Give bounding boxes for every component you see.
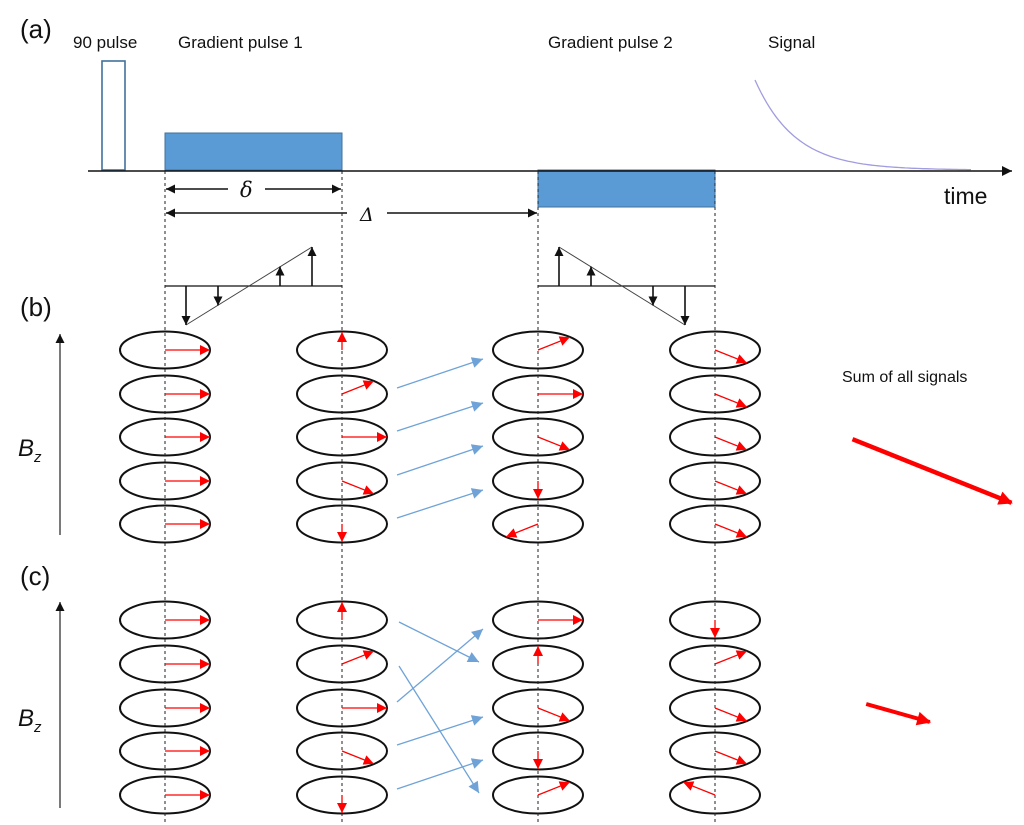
- signal-label: Signal: [768, 33, 815, 52]
- panel-label-b: (b): [20, 292, 52, 322]
- gradient-duration-symbol: δ: [240, 178, 253, 202]
- spin-vector-arrow: [537, 707, 571, 722]
- spin-slice-ellipse: [669, 504, 761, 544]
- spin-vector-arrow: [714, 393, 748, 408]
- diffusion-arrow: [396, 444, 484, 476]
- diffusion-time-symbol: Δ: [359, 204, 374, 226]
- gradient-pulse-1: [164, 132, 343, 171]
- spin-vector-arrow: [341, 650, 375, 665]
- spin-vector-arrow: [505, 523, 539, 538]
- diffusion-arrow: [396, 488, 484, 519]
- spin-slice-ellipse: [296, 504, 388, 544]
- spin-slice-ellipse: [669, 600, 761, 640]
- diffusion-arrow: [396, 357, 484, 389]
- diffusion-arrow: [398, 665, 480, 794]
- gradient-pulse-2: [537, 169, 716, 208]
- spin-vector-arrow: [537, 336, 571, 351]
- gradient-pulse-1-label: Gradient pulse 1: [178, 33, 303, 52]
- timing-guides: [164, 171, 716, 823]
- diffusion-arrow: [396, 758, 484, 790]
- net-signal-arrows: [851, 437, 1013, 726]
- bz-symbol: B: [18, 705, 34, 732]
- spin-vector-arrow: [714, 480, 748, 495]
- diffusion-arrow: [396, 401, 484, 432]
- bz-label-b: Bz: [18, 435, 42, 466]
- sum-of-signals-label: Sum of all signals: [842, 369, 967, 386]
- diffusion-arrow: [396, 628, 484, 703]
- spin-slices: [119, 330, 761, 815]
- bz-subscript: z: [33, 719, 42, 736]
- spin-vector-arrow: [341, 750, 375, 765]
- spin-vector-arrow: [714, 750, 748, 765]
- spin-vector-arrow: [714, 349, 748, 364]
- net-signal-arrow-b: [851, 437, 1013, 505]
- spin-vector-arrow: [537, 436, 571, 451]
- spin-slice-ellipse: [296, 600, 388, 640]
- spin-slice-ellipse: [669, 461, 761, 501]
- net-signal-arrow-c: [865, 702, 932, 726]
- rf-90-pulse: [101, 60, 126, 171]
- spin-vector-arrow: [682, 781, 716, 796]
- spin-slice-ellipse: [296, 731, 388, 771]
- spin-slice-ellipse: [492, 330, 584, 370]
- gradient-2-profile-ramp: [558, 246, 686, 326]
- spin-slice-ellipse: [669, 731, 761, 771]
- bz-symbol: B: [18, 435, 34, 462]
- spin-slice-ellipse: [296, 330, 388, 370]
- spin-vector-arrow: [537, 781, 571, 796]
- gradient-1-profile-ramp: [185, 246, 313, 326]
- gradient-pulse-2-label: Gradient pulse 2: [548, 33, 673, 52]
- panel-label-a: (a): [20, 14, 52, 44]
- spin-slice-ellipse: [492, 461, 584, 501]
- gradient-field-profiles: [165, 246, 715, 326]
- spin-vector-arrow: [714, 523, 748, 538]
- bz-label-c: Bz: [18, 705, 42, 736]
- spin-vectors: [165, 332, 748, 813]
- spin-vector-arrow: [341, 380, 375, 395]
- spin-slice-ellipse: [492, 504, 584, 544]
- diffusion-arrow: [396, 715, 484, 746]
- spin-slice-ellipse: [296, 461, 388, 501]
- spin-vector-arrow: [714, 707, 748, 722]
- diffusion-arrow: [398, 621, 480, 663]
- bz-subscript: z: [33, 449, 42, 466]
- signal-decay-curve: [754, 79, 971, 171]
- diffusion-arrows: [396, 357, 484, 794]
- spin-vector-arrow: [714, 436, 748, 451]
- spin-vector-arrow: [341, 480, 375, 495]
- panel-label-c: (c): [20, 561, 50, 591]
- spin-vector-arrow: [714, 650, 748, 665]
- rf-pulse-label: 90 pulse: [73, 33, 137, 52]
- time-axis-label: time: [944, 183, 987, 209]
- spin-slice-ellipse: [492, 731, 584, 771]
- spin-slice-ellipse: [669, 330, 761, 370]
